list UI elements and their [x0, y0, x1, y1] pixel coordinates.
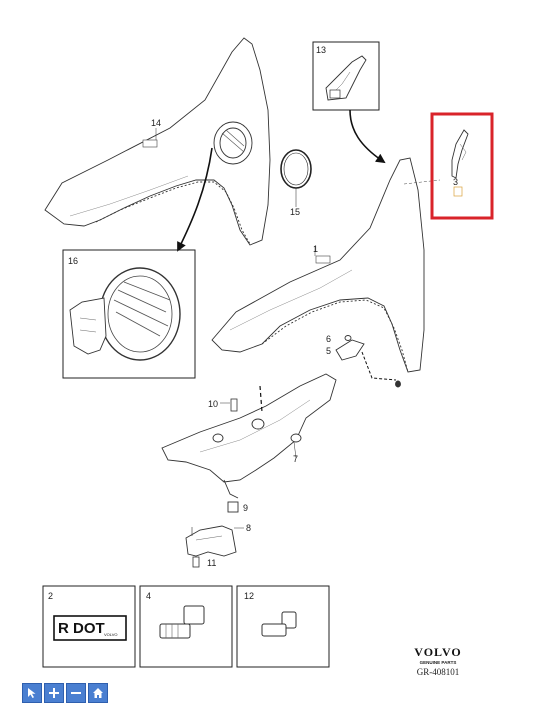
- home-icon: [93, 688, 103, 698]
- callout-3: 3: [453, 177, 458, 187]
- cursor-icon: [28, 688, 36, 698]
- seal-ring-part-15: [280, 149, 312, 207]
- zoom-out-button[interactable]: [66, 683, 86, 703]
- highlight-box: [430, 112, 494, 220]
- arrow-16-to-fender: [177, 147, 213, 252]
- callout-14: 14: [151, 118, 161, 128]
- zoom-in-button[interactable]: [44, 683, 64, 703]
- home-button[interactable]: [88, 683, 108, 703]
- diagram-reference: GR-408101: [416, 667, 460, 677]
- zoom-in-icon: [49, 688, 59, 698]
- bracket-part-8: [185, 525, 244, 557]
- callout-4: 4: [146, 591, 151, 601]
- brand-block: VOLVO GENUINE PARTS GR-408101: [406, 645, 470, 677]
- zoom-out-icon: [71, 692, 81, 694]
- callout-5: 5: [326, 346, 331, 356]
- bolt-part-11: [192, 556, 200, 568]
- label-badge-text: R DOT: [58, 620, 105, 637]
- callout-1: 1: [313, 244, 318, 254]
- detail-box-2: [42, 585, 136, 668]
- arrow-13-to-fender: [349, 109, 386, 164]
- callout-10: 10: [208, 399, 218, 409]
- fender-part-14: [44, 37, 271, 246]
- callout-15: 15: [290, 207, 300, 217]
- brand-subtitle: GENUINE PARTS: [419, 660, 457, 665]
- nut-part-9: [227, 501, 239, 513]
- callout-12: 12: [244, 591, 254, 601]
- diagram-toolbar: [22, 683, 108, 703]
- callout-16: 16: [68, 256, 78, 266]
- crossmember-part-7: [161, 373, 337, 499]
- detail-box-16: [62, 249, 196, 379]
- callout-labels: 1 2 3 4 5 6 7 8 9 10 11 12 13 14 15 16: [48, 45, 458, 601]
- fender-part-1: [211, 157, 441, 373]
- callout-2: 2: [48, 591, 53, 601]
- callout-6: 6: [326, 334, 331, 344]
- detail-box-4: [139, 585, 233, 668]
- select-tool-button[interactable]: [22, 683, 42, 703]
- bracket-part-5: [335, 335, 401, 388]
- detail-box-13: [312, 41, 380, 111]
- callout-13: 13: [316, 45, 326, 55]
- callout-11: 11: [207, 558, 216, 568]
- leader-7: [293, 441, 297, 459]
- bolt-part-10: [220, 398, 238, 412]
- callout-9: 9: [243, 503, 248, 513]
- callout-8: 8: [246, 523, 251, 533]
- callout-7: 7: [293, 454, 298, 464]
- trim-part-3: [451, 129, 469, 197]
- label-badge-fineprint: VOLVO: [104, 632, 118, 637]
- detail-box-12: [236, 585, 330, 668]
- brand-logo: VOLVO: [414, 645, 462, 659]
